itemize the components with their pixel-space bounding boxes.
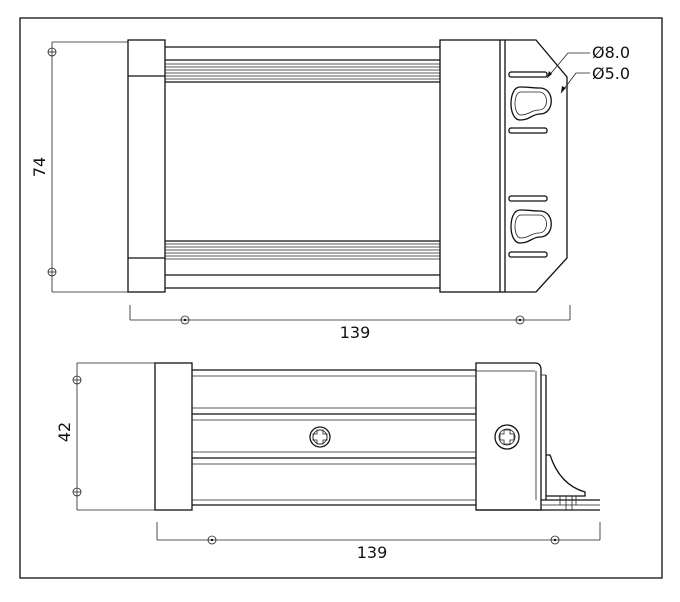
screw-icon <box>494 424 520 450</box>
left-end-cap-side <box>154 362 193 511</box>
side-view: 42 <box>55 362 601 562</box>
dim-label-139-top: 139 <box>340 323 371 342</box>
aluminium-body <box>165 46 440 289</box>
left-end-cap <box>127 39 166 293</box>
hole-label-5: Ø5.0 <box>592 64 630 83</box>
hole-label-8: Ø8.0 <box>592 43 630 62</box>
dim-label-139-side: 139 <box>357 543 388 562</box>
right-end-cap-side <box>475 362 600 511</box>
drawing-frame <box>19 17 663 579</box>
aluminium-body-side <box>192 369 476 506</box>
height-dimension-74: 74 <box>30 41 128 293</box>
mounting-bracket <box>505 39 568 293</box>
dim-label-74: 74 <box>30 157 49 177</box>
top-view: 74 <box>30 39 630 342</box>
length-dimension-side: 139 <box>156 522 601 562</box>
dim-label-42: 42 <box>55 422 74 442</box>
length-dimension-top: 139 <box>129 305 571 342</box>
hole-callouts: Ø8.0 Ø5.0 <box>546 43 630 94</box>
keyhole-slot <box>510 86 552 121</box>
right-end-cap <box>439 39 568 293</box>
keyhole-slot <box>510 209 552 244</box>
screw-icon <box>309 426 331 448</box>
mounting-foot <box>546 454 586 497</box>
height-dimension-42: 42 <box>55 362 155 511</box>
